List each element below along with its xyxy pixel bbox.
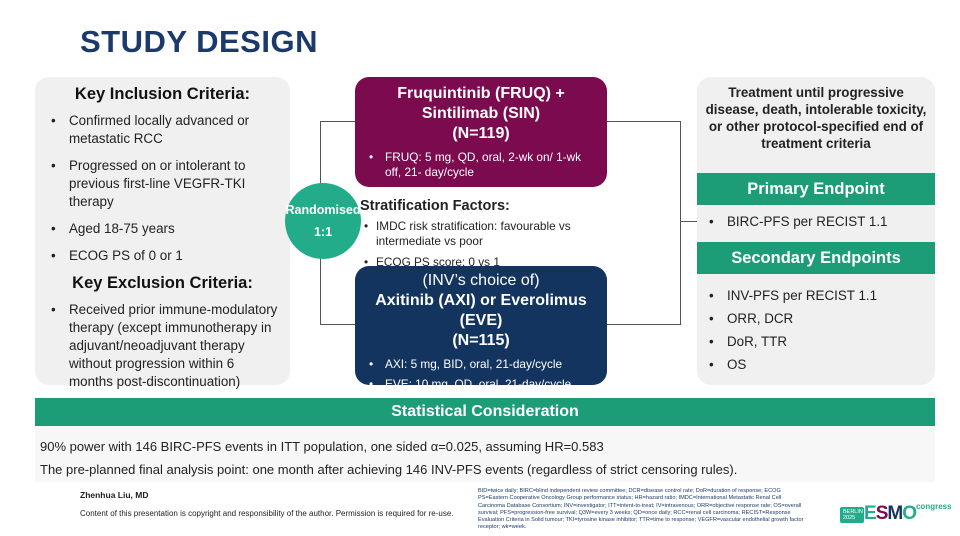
stratification-header: Stratification Factors: bbox=[360, 198, 510, 214]
arm2-item: AXI: 5 mg, BID, oral, 21-day/cycle bbox=[365, 357, 597, 372]
inclusion-item: ECOG PS of 0 or 1 bbox=[47, 247, 278, 265]
secondary-endpoints-header: Secondary Endpoints bbox=[697, 242, 935, 274]
logo-brand: ESMO bbox=[864, 503, 917, 524]
statistics-body: 90% power with 146 BIRC-PFS events in IT… bbox=[35, 426, 935, 482]
secondary-endpoint-item: DoR, TTR bbox=[705, 333, 877, 351]
stratification-item: ECOG PS score: 0 vs 1 bbox=[360, 255, 610, 270]
inclusion-item: Confirmed locally advanced or metastatic… bbox=[47, 112, 278, 148]
arm1-title: Fruquintinib (FRUQ) + Sintilimab (SIN) bbox=[397, 85, 565, 122]
exclusion-header: Key Exclusion Criteria: bbox=[72, 274, 253, 292]
arm2-title: Axitinib (AXI) or Everolimus (EVE) bbox=[375, 292, 587, 329]
ratio-label: 1:1 bbox=[313, 225, 333, 239]
connector bbox=[320, 324, 355, 325]
inclusion-item: Aged 18-75 years bbox=[47, 220, 278, 238]
arm1-n: (N=119) bbox=[452, 125, 510, 142]
arm2-item: EVE: 10 mg, QD, oral, 21-day/cycle bbox=[365, 377, 597, 392]
author: Zhenhua Liu, MD bbox=[80, 490, 149, 500]
logo-suffix: congress bbox=[915, 502, 952, 511]
arm2-n: (N=115) bbox=[452, 332, 510, 349]
secondary-endpoint-item: INV-PFS per RECIST 1.1 bbox=[705, 287, 877, 305]
secondary-endpoint-item: ORR, DCR bbox=[705, 310, 877, 328]
primary-endpoint-item: BIRC-PFS per RECIST 1.1 bbox=[705, 213, 888, 231]
arm-axi-eve: (INV’s choice of) Axitinib (AXI) or Ever… bbox=[355, 266, 607, 392]
arm-fruq-sin: Fruquintinib (FRUQ) + Sintilimab (SIN) (… bbox=[355, 77, 607, 200]
abbreviations: BID=twice daily; BIRC=blind independent … bbox=[478, 488, 804, 531]
inclusion-header: Key Inclusion Criteria: bbox=[74, 85, 251, 103]
stratification-item: IMDC risk stratification: favourable vs … bbox=[360, 219, 610, 249]
exclusion-item: Received prior immune-modulatory therapy… bbox=[47, 301, 278, 391]
criteria-panel: Key Inclusion Criteria: Confirmed locall… bbox=[35, 77, 290, 389]
connector bbox=[320, 121, 355, 122]
endpoints-panel: Treatment until progressive disease, dea… bbox=[697, 77, 935, 385]
arm1-item: SIN: 200 mg, Q3W, IV, 21-day/cycle bbox=[365, 185, 597, 200]
arm2-subtitle: (INV’s choice of) bbox=[422, 272, 540, 289]
secondary-endpoint-item: OS bbox=[705, 356, 877, 374]
statistics-header: Statistical Consideration bbox=[35, 398, 935, 426]
connector bbox=[680, 121, 681, 325]
connector bbox=[607, 324, 681, 325]
treatment-text: Treatment until progressive disease, dea… bbox=[705, 85, 927, 151]
copyright: Content of this presentation is copyrigh… bbox=[80, 509, 454, 518]
connector bbox=[680, 221, 697, 222]
page-title: STUDY DESIGN bbox=[80, 24, 318, 59]
randomisation-circle: Randomised 1:1 bbox=[285, 183, 361, 259]
stratification-factors: Stratification Factors: IMDC risk strati… bbox=[360, 198, 610, 276]
inclusion-item: Progressed on or intolerant to previous … bbox=[47, 157, 278, 211]
statistics-line: 90% power with 146 BIRC-PFS events in IT… bbox=[40, 439, 604, 454]
statistics-line: The pre-planned final analysis point: on… bbox=[40, 462, 738, 477]
arm1-item: FRUQ: 5 mg, QD, oral, 2-wk on/ 1-wk off,… bbox=[365, 150, 597, 180]
randomised-label: Randomised bbox=[285, 203, 361, 217]
connector bbox=[607, 121, 681, 122]
primary-endpoint-header: Primary Endpoint bbox=[697, 173, 935, 205]
